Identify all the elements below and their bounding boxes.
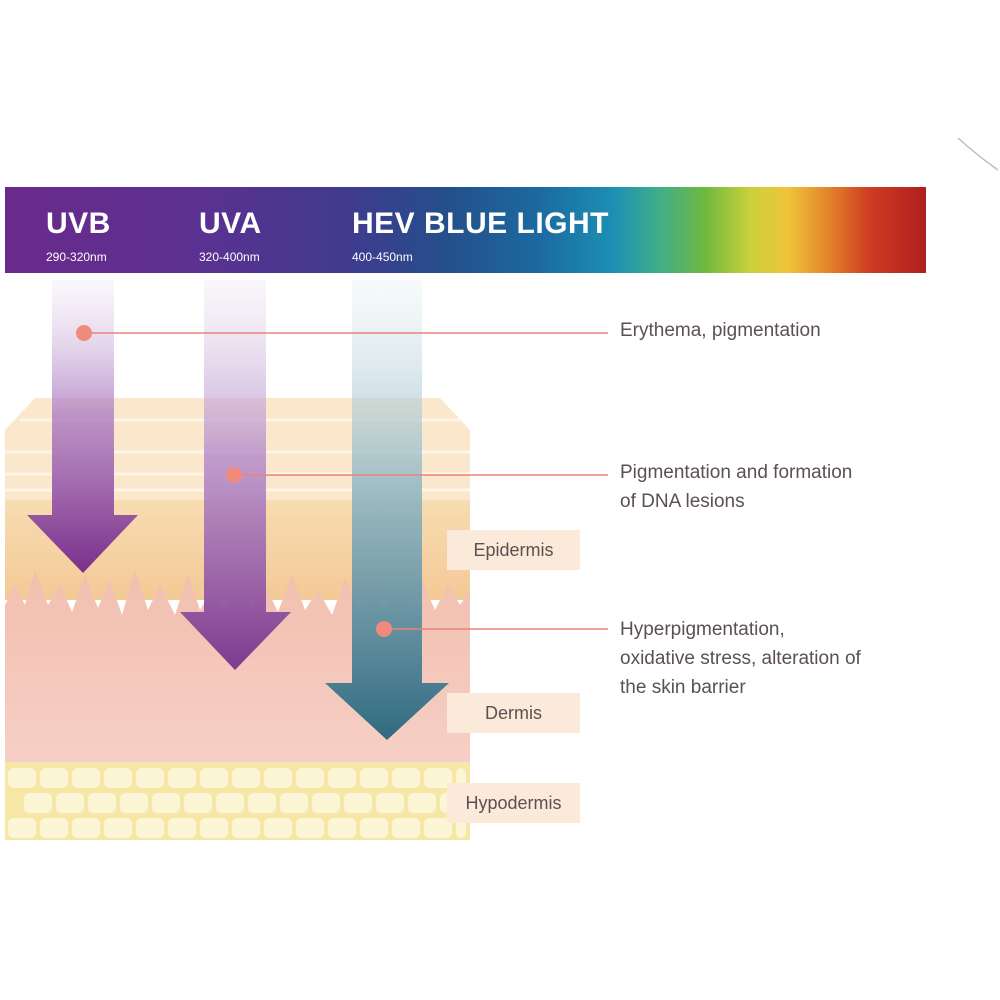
fat-cell [376,793,404,813]
fat-cell [104,768,132,788]
fat-cell [408,793,436,813]
hypodermis-label: Hypodermis [447,783,580,823]
uvb-title: UVB [46,207,111,240]
dermis-label: Dermis [447,693,580,733]
fat-cell [8,818,36,838]
fat-cell [40,768,68,788]
fat-cell [424,768,452,788]
fat-cell [184,793,212,813]
fat-cell [392,818,420,838]
fat-cell [136,818,164,838]
fat-cell [328,818,356,838]
fat-cells [8,768,466,838]
fat-cell [200,818,228,838]
uva-effect-line-2: of DNA lesions [620,491,745,512]
fat-cell [72,768,100,788]
hev-arrow [325,280,449,740]
decorative-stroke [957,137,999,171]
fat-cell [136,768,164,788]
uva-effect-annotation: Pigmentation and formation of DNA lesion… [620,458,852,516]
fat-cell [168,818,196,838]
uvb-effect-annotation: Erythema, pigmentation [620,316,821,345]
fat-cell [248,793,276,813]
fat-cell [72,818,100,838]
hev-effect-line-2: oxidative stress, alteration of [620,648,861,669]
fat-cell [264,768,292,788]
fat-cell [216,793,244,813]
uvb-marker-dot [76,325,92,341]
fat-cell [24,793,52,813]
fat-cell [360,768,388,788]
fat-cell [152,793,180,813]
uva-range: 320-400nm [199,250,260,264]
fat-cell [360,818,388,838]
fat-cell [56,793,84,813]
fat-cell [200,768,228,788]
uva-marker-dot [226,467,242,483]
hev-effect-line-1: Hyperpigmentation, [620,619,785,640]
fat-cell [280,793,308,813]
fat-cell [312,793,340,813]
fat-cell [120,793,148,813]
leader-lines [84,332,608,630]
fat-cell [328,768,356,788]
uvb-effect-text: Erythema, pigmentation [620,320,821,341]
hev-effect-line-3: the skin barrier [620,677,746,698]
fat-cell [232,768,260,788]
fat-cell [296,768,324,788]
fat-cell [424,818,452,838]
fat-cell [232,818,260,838]
hev-marker-dot [376,621,392,637]
fat-cell [456,818,466,838]
epidermis-label: Epidermis [447,530,580,570]
fat-cell [168,768,196,788]
fat-cell [104,818,132,838]
uvb-range: 290-320nm [46,250,107,264]
fat-cell [296,818,324,838]
hev-effect-annotation: Hyperpigmentation, oxidative stress, alt… [620,615,861,702]
fat-cell [264,818,292,838]
fat-cell [392,768,420,788]
light-spectrum-band [5,187,926,273]
uvb-arrow [27,280,138,573]
uva-title: UVA [199,207,262,240]
fat-cell [40,818,68,838]
fat-cell [344,793,372,813]
fat-cell [8,768,36,788]
hev-range: 400-450nm [352,250,413,264]
uva-effect-line-1: Pigmentation and formation [620,462,853,483]
hev-title: HEV BLUE LIGHT [352,207,610,240]
fat-cell [88,793,116,813]
